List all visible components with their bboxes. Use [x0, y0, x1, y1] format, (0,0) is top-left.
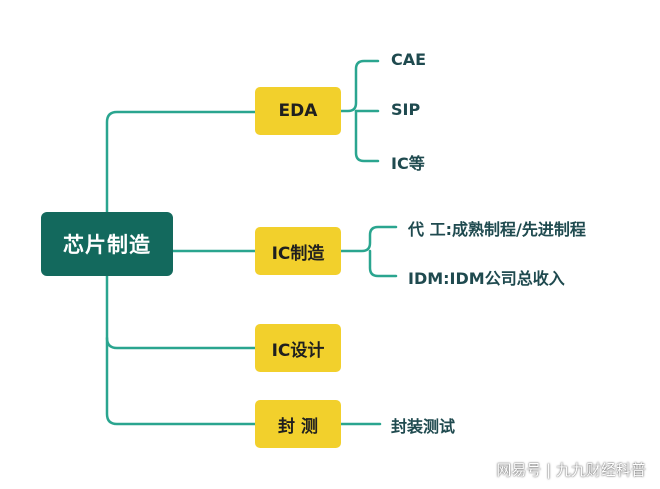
root-to-eda-line: [105, 110, 257, 214]
icm-to-foundry-line: [339, 225, 398, 253]
leaf-cae: CAE: [391, 50, 427, 69]
leaf-foundry: 代 工:成熟制程/先进制程: [408, 220, 586, 239]
watermark: 网易号 | 九九财经科普: [496, 461, 646, 479]
leaf-sip: SIP: [391, 100, 421, 119]
branch-packaging: 封 测: [255, 400, 341, 448]
leaf-idm: IDM:IDM公司总收入: [408, 269, 565, 288]
icm-to-idm-line: [368, 249, 398, 278]
branch-ic-design: IC设计: [255, 324, 341, 372]
root-node: 芯片制造: [41, 212, 173, 276]
branch-ic-manufacture: IC制造: [255, 227, 341, 275]
eda-to-cae-line: [339, 59, 380, 113]
leaf-packaging-test: 封装测试: [391, 417, 456, 436]
eda-to-ic-etc-line: [354, 109, 380, 163]
connector-group: [105, 59, 398, 426]
leaf-ic-etc: IC等: [391, 154, 425, 173]
branch-eda: EDA: [255, 87, 341, 135]
root-to-packaging-line: [105, 336, 257, 426]
root-to-ic-design-line: [105, 274, 257, 350]
